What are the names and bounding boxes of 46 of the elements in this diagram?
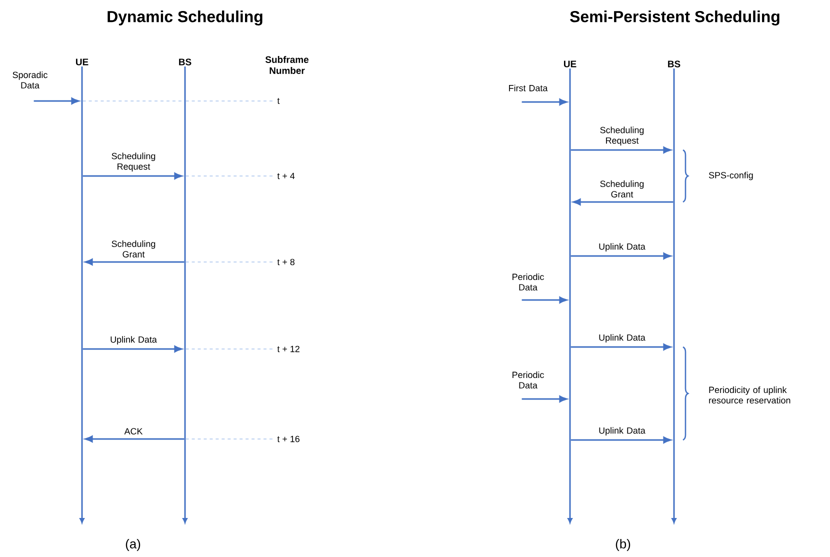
lifeline: UE xyxy=(76,58,88,524)
edge-label: Uplink Data xyxy=(110,336,157,344)
lifeline: UE xyxy=(564,60,576,524)
subframe-label: t + 16 xyxy=(277,436,300,442)
column-heading: Subframe Number xyxy=(265,56,308,74)
edge-label: Scheduling Grant xyxy=(600,180,644,198)
edge-label: Uplink Data xyxy=(599,243,646,252)
node-label: BS xyxy=(179,58,192,66)
subframe-label: t xyxy=(277,98,280,104)
subframe-label: t + 12 xyxy=(277,346,300,352)
edge-label: Scheduling Request xyxy=(112,152,156,172)
brace-label: SPS-config xyxy=(708,172,753,180)
edge-label: Sporadic Data xyxy=(12,71,48,89)
message-arrow xyxy=(572,198,674,206)
subframe-label: t + 8 xyxy=(277,258,294,266)
node-label: UE xyxy=(76,58,88,66)
message-arrow xyxy=(82,346,182,352)
edge-label: Scheduling Request xyxy=(600,126,644,146)
brace-label: Periodicity of uplink resource reservation xyxy=(709,386,790,404)
subframe-label: t + 4 xyxy=(277,172,295,180)
edge-label: Uplink Data xyxy=(599,334,646,342)
message-arrow xyxy=(570,436,672,444)
panel-caption: (a) xyxy=(126,538,140,552)
edge-label: Scheduling Grant xyxy=(112,240,156,258)
message-arrow xyxy=(84,258,184,266)
message-arrow xyxy=(570,146,672,154)
panel-title: Semi-Persistent Scheduling xyxy=(570,10,780,26)
edge-label: ACK xyxy=(124,428,143,434)
message-arrow xyxy=(570,344,672,350)
data-arrow xyxy=(522,396,568,402)
node-label: BS xyxy=(668,60,680,68)
data-arrow xyxy=(522,98,568,106)
panel-title: Dynamic Scheduling xyxy=(108,10,262,26)
edge-label: Periodic Data xyxy=(512,371,544,389)
message-arrow xyxy=(570,252,672,260)
lifeline: BS xyxy=(179,58,192,524)
message-arrow xyxy=(82,172,182,180)
message-arrow xyxy=(84,436,184,442)
node-label: UE xyxy=(564,60,576,68)
data-arrow xyxy=(34,98,80,104)
edge-label: Periodic Data xyxy=(512,273,544,291)
panel-caption: (b) xyxy=(616,538,630,552)
edge-label: First Data xyxy=(509,84,548,92)
data-arrow xyxy=(522,296,568,304)
edge-label: Uplink Data xyxy=(599,427,646,436)
lifeline: BS xyxy=(668,60,680,524)
